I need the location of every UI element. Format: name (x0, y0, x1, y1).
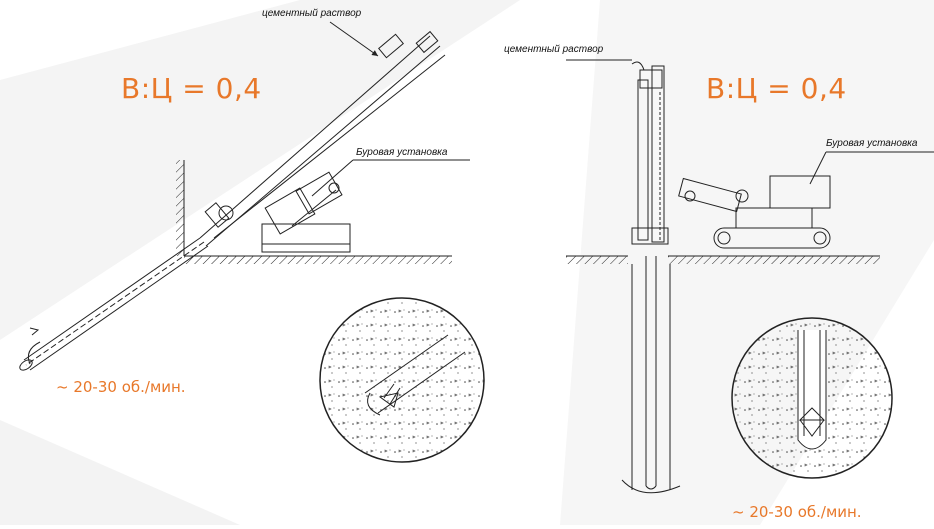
right-ground (566, 255, 880, 264)
right-mortar-label: цементный раствор (504, 44, 604, 55)
right-rig (678, 175, 831, 249)
left-rod (19, 237, 209, 371)
left-ratio: В:Ц = 0,4 (121, 72, 262, 105)
left-mast (199, 30, 446, 247)
right-speed: ~ 20-30 об./мин. (732, 503, 862, 521)
left-rig (261, 171, 351, 253)
left-mortar-arrow (329, 21, 379, 57)
right-rig-leader (809, 151, 827, 185)
left-rig-label: Буровая установка (356, 147, 448, 158)
right-rig-label: Буровая установка (826, 138, 918, 149)
right-ratio: В:Ц = 0,4 (706, 72, 847, 105)
left-diagram (19, 21, 485, 463)
left-detail-circle (319, 297, 485, 463)
right-detail-circle (731, 317, 893, 479)
right-mast (631, 61, 669, 245)
right-diagram (566, 59, 934, 494)
left-speed: ~ 20-30 об./мин. (56, 378, 186, 396)
left-ground (176, 160, 452, 264)
right-borehole (621, 256, 681, 494)
left-rig-leader (311, 159, 354, 197)
left-mortar-label: цементный раствор (262, 8, 362, 19)
